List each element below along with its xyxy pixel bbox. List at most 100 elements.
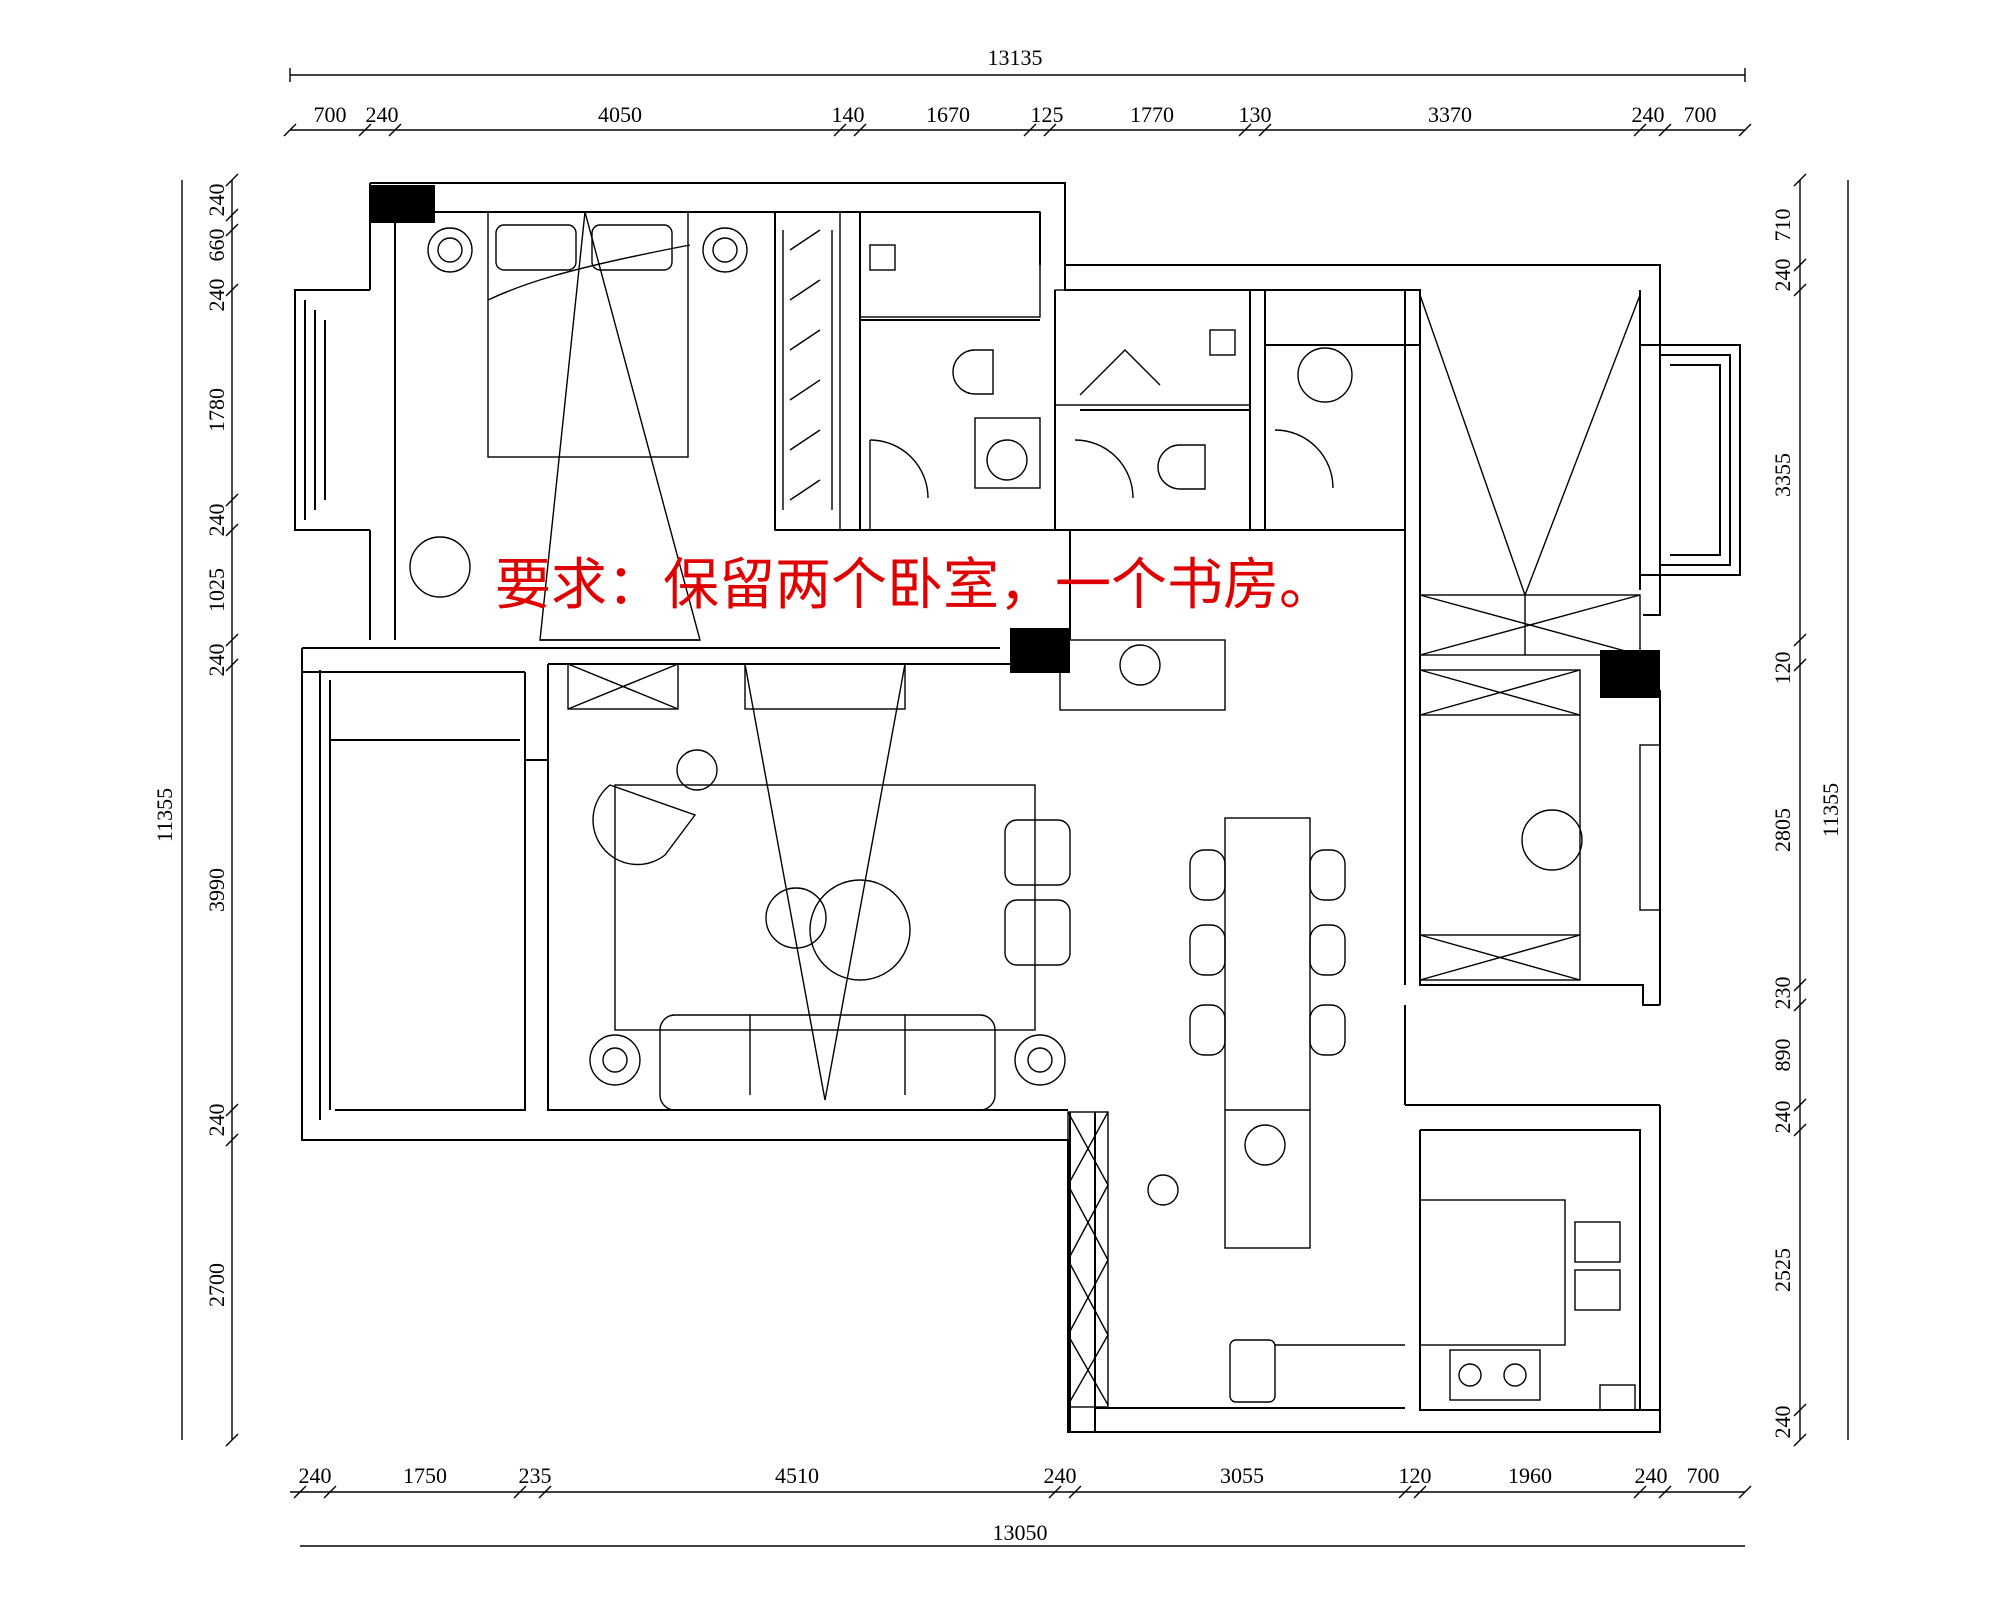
dimension-tick	[225, 223, 239, 237]
dimension-tick	[388, 123, 402, 137]
living-room	[567, 663, 1071, 1111]
dimension-tick	[1413, 1485, 1427, 1499]
dimension-tick	[323, 1485, 337, 1499]
dim-left-8: 3990	[204, 868, 229, 912]
dim-right-7: 890	[1770, 1039, 1795, 1072]
dimension-tick	[1658, 123, 1672, 137]
dim-bottom-9: 240	[1635, 1463, 1668, 1488]
dimension-tick	[513, 1485, 527, 1499]
dim-right-6: 230	[1770, 977, 1795, 1010]
dim-bottom-4: 4510	[775, 1463, 819, 1488]
requirement-note: 要求：保留两个卧室，一个书房。	[495, 553, 1335, 618]
walls	[294, 182, 1741, 1433]
dimension-tick	[283, 123, 297, 137]
dimension-tick	[1023, 123, 1037, 137]
dim-bottom-7: 120	[1399, 1463, 1432, 1488]
dim-left-7: 240	[204, 644, 229, 677]
dimension-tick	[293, 1485, 307, 1499]
dimension-tick	[1793, 1123, 1807, 1137]
dimension-tick	[1793, 258, 1807, 272]
dimension-tick	[1793, 1433, 1807, 1447]
dimension-tick	[225, 283, 239, 297]
dimension-tick	[225, 1433, 239, 1447]
dim-top-5: 1670	[926, 102, 970, 127]
dim-bottom-1: 240	[299, 1463, 332, 1488]
dim-top-4: 140	[832, 102, 865, 127]
dimension-tick	[358, 123, 372, 137]
dim-bottom-3: 235	[519, 1463, 552, 1488]
dim-top-8: 130	[1239, 102, 1272, 127]
dim-top-1: 700	[314, 102, 347, 127]
dimension-tick	[1658, 1485, 1672, 1499]
dim-top-11: 700	[1684, 102, 1717, 127]
dim-bottom-total: 13050	[993, 1520, 1048, 1545]
dim-top-3: 4050	[598, 102, 642, 127]
dimension-tick	[1258, 123, 1272, 137]
dimension-tick	[1793, 1403, 1807, 1417]
dimension-tick	[225, 493, 239, 507]
dining-area	[1067, 817, 1405, 1408]
dim-bottom-6: 3055	[1220, 1463, 1264, 1488]
dim-left-9: 240	[204, 1104, 229, 1137]
second-bedroom	[1419, 294, 1661, 981]
dimension-lines: 13135 700 240 4050 140 1670 125 1770 130…	[152, 45, 1849, 1547]
dim-bottom-2: 1750	[403, 1463, 447, 1488]
dim-top-10: 240	[1632, 102, 1665, 127]
dimension-tick	[225, 523, 239, 537]
dimension-tick	[1043, 123, 1057, 137]
dimension-tick	[225, 1133, 239, 1147]
dim-right-1: 710	[1770, 209, 1795, 242]
dimension-tick	[225, 173, 239, 187]
dim-left-5: 240	[204, 504, 229, 537]
dimension-tick	[1633, 1485, 1647, 1499]
dimension-tick	[833, 123, 847, 137]
dim-right-total: 11355	[1818, 783, 1843, 837]
dim-top-9: 3370	[1428, 102, 1472, 127]
dimension-tick	[1793, 1098, 1807, 1112]
dim-top-2: 240	[366, 102, 399, 127]
dimension-tick	[1048, 1485, 1062, 1499]
dim-bottom-8: 1960	[1508, 1463, 1552, 1488]
dimension-tick	[1398, 1485, 1412, 1499]
dim-left-2: 660	[204, 229, 229, 262]
dim-left-1: 240	[204, 184, 229, 217]
dimension-tick	[1793, 998, 1807, 1012]
dim-left-4: 1780	[204, 388, 229, 432]
dim-top-7: 1770	[1130, 102, 1174, 127]
dim-right-8: 240	[1770, 1101, 1795, 1134]
bathrooms	[859, 211, 1353, 711]
dimension-tick	[1738, 123, 1752, 137]
master-bedroom	[409, 211, 841, 641]
dimension-tick	[225, 658, 239, 672]
dimension-tick	[225, 208, 239, 222]
dim-bottom-5: 240	[1044, 1463, 1077, 1488]
dimension-tick	[225, 633, 239, 647]
dimension-tick	[538, 1485, 552, 1499]
dim-right-3: 3355	[1770, 453, 1795, 497]
dimension-tick	[853, 123, 867, 137]
dim-right-10: 240	[1770, 1406, 1795, 1439]
dim-right-5: 2805	[1770, 808, 1795, 852]
dimension-tick	[1793, 283, 1807, 297]
dim-left-3: 240	[204, 279, 229, 312]
dimension-tick	[1633, 123, 1647, 137]
dimension-tick	[1793, 978, 1807, 992]
dim-left-total: 11355	[152, 788, 177, 842]
dimension-tick	[1793, 173, 1807, 187]
dimension-tick	[1793, 658, 1807, 672]
dimension-tick	[1793, 633, 1807, 647]
dimension-tick	[225, 1103, 239, 1117]
dim-left-6: 1025	[204, 568, 229, 612]
kitchen	[1419, 1199, 1636, 1411]
dim-right-4: 120	[1770, 652, 1795, 685]
dim-right-2: 240	[1770, 259, 1795, 292]
dimension-tick	[1238, 123, 1252, 137]
dim-right-9: 2525	[1770, 1248, 1795, 1292]
dimension-tick	[1068, 1485, 1082, 1499]
dim-top-6: 125	[1031, 102, 1064, 127]
dim-left-10: 2700	[204, 1263, 229, 1307]
dim-bottom-10: 700	[1687, 1463, 1720, 1488]
dimension-tick	[1738, 1485, 1752, 1499]
dim-top-total: 13135	[988, 45, 1043, 70]
